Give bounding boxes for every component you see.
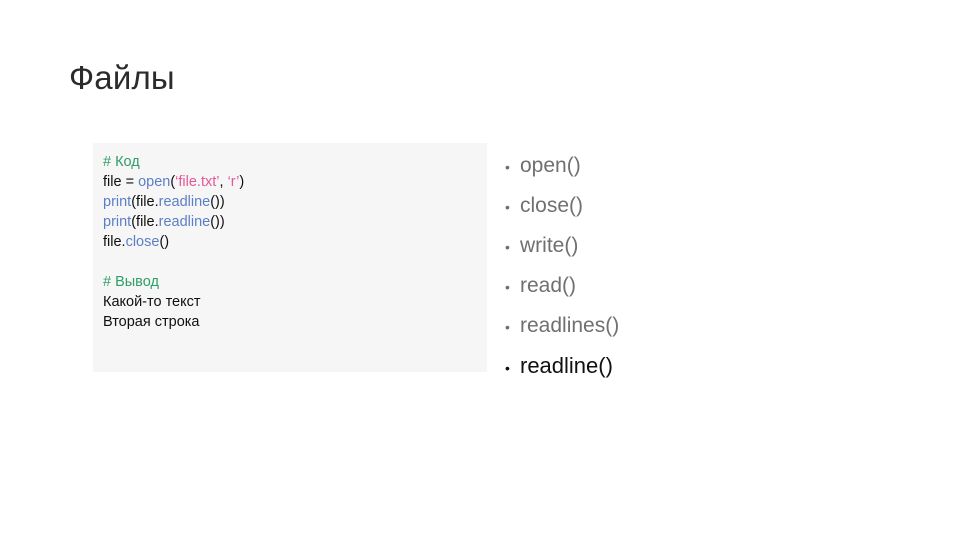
bullet-dot-icon: • <box>505 279 510 295</box>
code-token-comment: # Код <box>103 154 140 170</box>
code-token-plain: Вторая строка <box>103 314 200 330</box>
bullet-dot-icon: • <box>505 239 510 255</box>
list-item-label: close() <box>520 194 584 217</box>
list-item: • open() <box>505 146 885 186</box>
list-item: • read() <box>505 266 885 306</box>
code-token-function: print <box>103 194 132 210</box>
code-token-function: readline <box>158 214 211 230</box>
list-item: • close() <box>505 186 885 226</box>
list-item-label: write() <box>520 234 579 257</box>
code-token-plain: ( <box>170 174 176 190</box>
code-token-function: close <box>125 234 160 250</box>
code-token-plain: () <box>159 234 170 250</box>
file-method-list: • open() • close() • write() • read() • readlines… <box>505 146 885 386</box>
code-token-function: readline <box>158 194 211 210</box>
code-token-plain: ()) <box>210 214 225 230</box>
code-line-output-2: Вторая строка <box>103 312 477 332</box>
code-token-plain: file. <box>103 234 126 250</box>
code-line-blank <box>103 252 477 272</box>
code-token-string: ‘file.txt’ <box>175 174 220 190</box>
list-item-label: read() <box>520 274 577 297</box>
code-token-plain: ()) <box>210 194 225 210</box>
list-item-label: open() <box>520 154 581 177</box>
list-item-label: readlines() <box>520 314 620 337</box>
code-line-print-2: print(file.readline()) <box>103 212 477 232</box>
code-line-close: file.close() <box>103 232 477 252</box>
list-item: • write() <box>505 226 885 266</box>
bullet-dot-icon: • <box>505 159 510 175</box>
code-token-function: print <box>103 214 132 230</box>
code-token-function: open <box>138 174 171 190</box>
list-item: • readline() <box>505 346 885 386</box>
code-token-string: ‘r’ <box>227 174 240 190</box>
code-line-comment-kod: # Код <box>103 152 477 172</box>
bullet-dot-icon: • <box>505 360 510 376</box>
code-token-plain: , <box>219 174 228 190</box>
code-token-plain: (file. <box>131 214 159 230</box>
bullet-dot-icon: • <box>505 319 510 335</box>
code-token-plain: (file. <box>131 194 159 210</box>
list-item-label: readline() <box>520 353 613 378</box>
code-line-open: file = open(‘file.txt’, ‘r’) <box>103 172 477 192</box>
code-line-output-1: Какой-то текст <box>103 292 477 312</box>
code-token-plain: ) <box>239 174 245 190</box>
code-line-comment-vyvod: # Вывод <box>103 272 477 292</box>
code-line-print-1: print(file.readline()) <box>103 192 477 212</box>
bullet-dot-icon: • <box>505 199 510 215</box>
page-title: Файлы <box>69 59 175 96</box>
code-token-plain: file = <box>103 174 139 190</box>
code-token-plain: Какой-то текст <box>103 294 201 310</box>
list-item: • readlines() <box>505 306 885 346</box>
code-token-comment: # Вывод <box>103 274 159 290</box>
